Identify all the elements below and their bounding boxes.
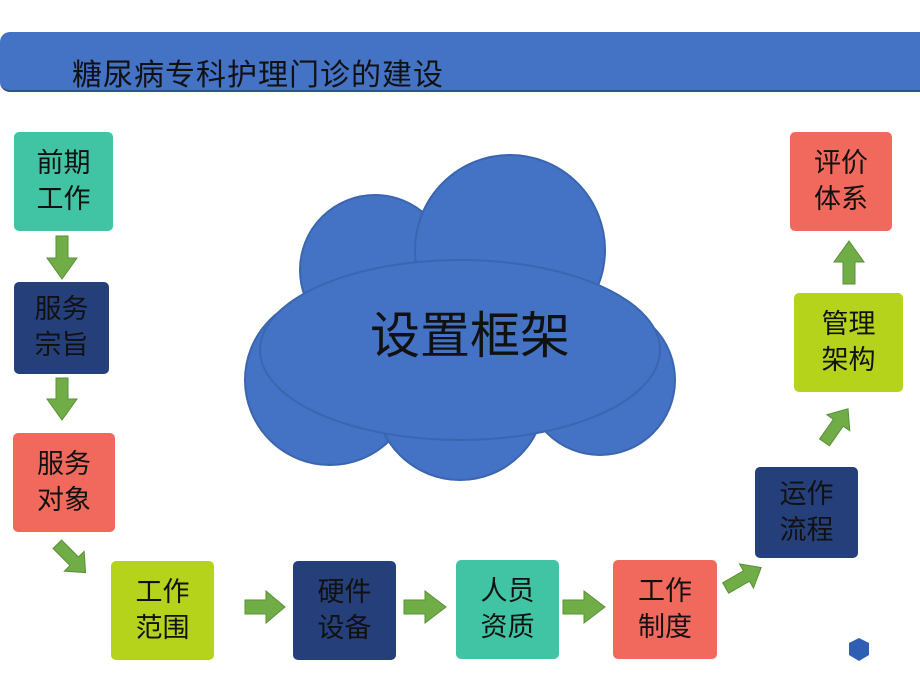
- step-service-target: 服务对象: [13, 433, 115, 532]
- arrow-right-1: [244, 589, 286, 625]
- arrow-diag-up-2: [818, 408, 851, 447]
- step-management-structure: 管理架构: [794, 293, 903, 392]
- step-work-scope: 工作范围: [111, 561, 214, 660]
- arrow-diag-down: [52, 539, 87, 574]
- title-bar: [0, 32, 920, 92]
- step-service-purpose: 服务宗旨: [14, 282, 109, 374]
- cloud-shape: [244, 154, 676, 481]
- step-hardware: 硬件设备: [293, 561, 396, 660]
- step-evaluation-system: 评价体系: [790, 132, 892, 231]
- arrow-right-2: [403, 589, 447, 625]
- step-preliminary-work: 前期工作: [14, 132, 113, 231]
- arrow-down-2: [46, 377, 78, 421]
- arrow-right-3: [562, 589, 606, 625]
- page-title: 糖尿病专科护理门诊的建设: [72, 58, 444, 93]
- step-work-rules: 工作制度: [613, 560, 717, 659]
- cloud-label: 设置框架: [370, 307, 570, 365]
- arrow-down-1: [46, 235, 78, 280]
- step-operation-flow: 运作流程: [755, 467, 858, 558]
- arrow-up: [833, 240, 865, 285]
- hexagon-icon: [849, 638, 869, 661]
- step-staff-qualification: 人员资质: [456, 560, 559, 659]
- arrow-diag-up-1: [721, 563, 762, 594]
